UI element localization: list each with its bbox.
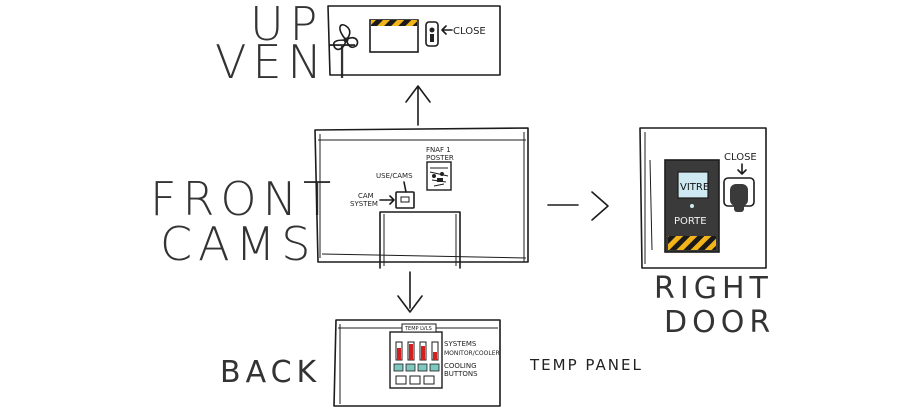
door-window xyxy=(677,171,709,199)
front-view-frame xyxy=(314,127,529,263)
cooling-button-3[interactable] xyxy=(417,363,428,372)
cooling-button-2[interactable] xyxy=(405,363,416,372)
front-view-frame-inner xyxy=(318,132,527,262)
system-button-1[interactable] xyxy=(395,375,407,385)
arrow-down xyxy=(397,271,423,313)
up-vent-view: UP VENT CLOSE xyxy=(215,0,501,89)
fan-icon xyxy=(332,24,359,51)
door-peephole xyxy=(690,204,694,208)
cooling-label-line1: COOLING xyxy=(444,362,477,370)
poster-label-line2: POSTER xyxy=(426,154,454,162)
cam-system-label-line1: CAM xyxy=(358,192,374,200)
right-view-frame-inner xyxy=(644,132,653,264)
system-button-3[interactable] xyxy=(423,375,435,385)
vent-close-button[interactable] xyxy=(425,21,439,47)
temp-panel-label: TEMP PANEL xyxy=(529,356,643,374)
desk-legs xyxy=(383,214,457,266)
door-label: PORTE xyxy=(674,216,707,227)
up-vent-label-line2: VENT xyxy=(215,35,362,89)
use-cams-pointer xyxy=(403,181,407,193)
thermometer-3 xyxy=(419,341,427,361)
cam-system-pointer xyxy=(379,195,395,205)
door-close-button[interactable] xyxy=(723,177,755,212)
right-door-view: VITRE PORTE CLOSE RIGHT DOOR xyxy=(639,127,775,340)
cam-system-label-line2: SYSTEM xyxy=(350,200,378,208)
thermometer-1 xyxy=(395,341,403,361)
vent-view-frame xyxy=(327,5,501,76)
cooling-label-line2: BUTTONS xyxy=(444,370,478,378)
cooling-button-1[interactable] xyxy=(393,363,404,372)
temp-lvls-header xyxy=(401,323,437,333)
arrow-right xyxy=(547,191,609,221)
vent-close-label: CLOSE xyxy=(453,26,486,37)
thermometer-2 xyxy=(407,341,415,361)
back-label: BACK xyxy=(220,355,321,390)
arrow-up xyxy=(405,85,431,126)
front-label-line2: CAMS xyxy=(160,217,316,271)
front-label-line1: FRONT xyxy=(150,172,337,226)
back-view-frame xyxy=(333,319,501,407)
right-view-frame xyxy=(639,127,767,269)
systems-label-line1: SYSTEMS xyxy=(444,340,477,348)
vent-hazard-stripe xyxy=(371,20,417,26)
desk xyxy=(379,211,461,269)
door-hazard-stripe xyxy=(668,236,716,250)
temp-lvls-label: TEMP LVLS xyxy=(404,326,432,332)
door-close-label: CLOSE xyxy=(724,152,757,163)
cam-system-monitor[interactable] xyxy=(395,191,415,209)
systems-label-line2: MONITOR/COOLER xyxy=(444,350,500,357)
front-cams-view: FRONT CAMS FNAF 1 POSTER USE/CAMS CAM SY… xyxy=(150,127,529,271)
poster-label-line1: FNAF 1 xyxy=(426,146,451,154)
back-view: BACK TEMP PANEL TEMP LVLS xyxy=(220,319,643,407)
vent-close-arrow xyxy=(441,25,453,35)
up-vent-label-line1: UP xyxy=(250,0,323,51)
door-close-arrow xyxy=(737,163,747,175)
right-label-line1: RIGHT xyxy=(654,271,773,306)
fnaf-poster xyxy=(426,161,452,191)
thermometer-4 xyxy=(431,341,439,361)
window-label: VITRE xyxy=(680,182,709,193)
use-cams-note: USE/CAMS xyxy=(376,172,413,180)
cooling-button-4[interactable] xyxy=(429,363,440,372)
system-button-2[interactable] xyxy=(409,375,421,385)
right-label-line2: DOOR xyxy=(664,305,775,340)
